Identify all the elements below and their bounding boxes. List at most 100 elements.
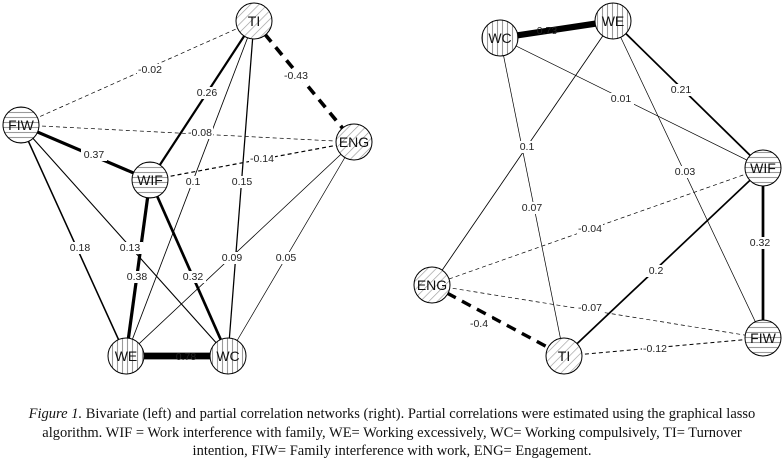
node-we: WE — [107, 337, 145, 375]
node-circle — [107, 337, 145, 375]
network-figure: -0.02 -0.43 0.26 -0.08 0.37 -0.14 0.1 0.15 0.18 0… — [2, 2, 782, 375]
edge-weight-we-fiw: 0.03 — [675, 166, 696, 178]
edge-label-bg — [273, 252, 299, 264]
edge-label-bg — [67, 242, 93, 254]
edge-label-bg — [283, 70, 309, 82]
node-label: WE — [602, 13, 625, 29]
node-circle — [335, 123, 373, 161]
edge-weight-wif-eng: -0.04 — [578, 223, 602, 235]
node-label: WC — [216, 348, 239, 364]
edge-wif-ti — [563, 167, 764, 357]
edge-weight-ti-wif: 0.26 — [197, 87, 218, 99]
node-circle — [235, 2, 273, 40]
edge-label-bg — [577, 223, 603, 235]
node-label: ENG — [417, 277, 447, 293]
node-fiw: FIW — [2, 106, 40, 144]
edge-weight-fiw-we: 0.18 — [70, 242, 91, 254]
node-circle — [413, 266, 451, 304]
edge-weight-wc-we: 0.73 — [537, 25, 558, 37]
edge-wc-ti — [499, 37, 565, 357]
figure-caption: Figure 1. Bivariate (left) and partial c… — [20, 405, 764, 461]
node-wif: WIF — [131, 161, 169, 199]
edge-weight-fiw-eng: -0.08 — [188, 127, 212, 139]
node-circle — [744, 319, 782, 357]
edge-label-bg — [229, 176, 255, 188]
node-ti: TI — [545, 337, 583, 375]
edge-label-bg — [466, 318, 492, 330]
edge-ti-wif — [149, 20, 255, 181]
edge-eng-wc — [227, 141, 355, 357]
edge-ti-eng — [252, 19, 356, 144]
edge-weight-wif-wc: 0.32 — [183, 271, 204, 283]
caption-text: Bivariate (left) and partial correlation… — [42, 406, 756, 459]
node-circle — [2, 106, 40, 144]
edge-weight-ti-wc: 0.15 — [232, 176, 253, 188]
edge-wc-we — [499, 17, 614, 42]
node-label: FIW — [8, 117, 34, 133]
edge-label-bg — [194, 87, 220, 99]
partial-correlation-network: 0.73 0.21 0.01 0.1 0.03 0.07 -0.04 0.32 0.2 -0.07… — [413, 2, 782, 375]
edge-label-bg — [180, 176, 206, 188]
edge-eng-we — [125, 141, 355, 357]
edge-weight-we-eng: 0.1 — [520, 141, 535, 153]
node-wc: WC — [209, 337, 247, 375]
node-label: WC — [488, 30, 511, 46]
edge-label-bg — [642, 343, 668, 355]
node-label: FIW — [750, 330, 776, 346]
edge-weight-wc-ti: 0.07 — [522, 202, 543, 214]
edge-weight-we-wc: 0.78 — [176, 351, 197, 363]
edge-label-bg — [249, 153, 275, 165]
node-wc: WC — [481, 19, 519, 57]
edge-ti-wc — [227, 20, 255, 357]
edge-eng-ti — [431, 283, 565, 358]
edge-ti-we — [125, 20, 255, 357]
edge-label-bg — [124, 271, 150, 283]
node-eng: ENG — [413, 266, 451, 304]
edge-label-bg — [81, 149, 107, 161]
edge-we-fiw — [612, 20, 764, 339]
edge-weight-fiw-wif: 0.37 — [84, 149, 105, 161]
node-label: WIF — [137, 172, 163, 188]
edge-label-bg — [187, 127, 213, 139]
edge-wif-we — [124, 179, 152, 357]
edge-label-bg — [747, 237, 773, 249]
edge-label-bg — [672, 166, 698, 178]
edge-weight-wif-fiw: 0.32 — [750, 237, 771, 249]
edge-weight-wc-wif: 0.01 — [611, 93, 632, 105]
edge-label-bg — [137, 64, 163, 76]
edge-label-bg — [514, 141, 540, 153]
node-circle — [545, 337, 583, 375]
node-label: TI — [248, 13, 260, 29]
edge-weight-we-wif: 0.21 — [671, 84, 692, 96]
node-eng: ENG — [335, 123, 373, 161]
node-wif: WIF — [744, 149, 782, 187]
edge-weight-eng-fiw: -0.07 — [578, 302, 602, 314]
edge-weight-fiw-wc: 0.13 — [120, 242, 141, 254]
edge-weight-wif-ti: 0.2 — [649, 265, 664, 277]
edge-weight-eng-we: 0.09 — [222, 252, 243, 264]
edge-label-bg — [219, 252, 245, 264]
edge-weight-wif-we: 0.38 — [127, 271, 148, 283]
node-circle — [594, 2, 632, 40]
edge-weight-eng-ti: -0.4 — [470, 318, 488, 330]
edge-label-bg — [643, 265, 669, 277]
edge-weight-fiw-ti: -0.02 — [138, 64, 162, 76]
edge-weight-ti-fiw: -0.12 — [643, 343, 667, 355]
edge-label-bg — [608, 93, 634, 105]
edge-fiw-we — [20, 124, 127, 357]
node-ti: TI — [235, 2, 273, 40]
edge-weight-wif-eng: -0.14 — [250, 153, 274, 165]
node-circle — [209, 337, 247, 375]
edge-wif-wc — [148, 179, 230, 357]
node-circle — [744, 149, 782, 187]
node-circle — [481, 19, 519, 57]
figure-label: Figure 1. — [28, 406, 83, 422]
node-label: WIF — [750, 160, 776, 176]
edge-weight-ti-eng: -0.43 — [284, 70, 308, 82]
node-we: WE — [594, 2, 632, 40]
node-label: TI — [558, 348, 570, 364]
node-label: WE — [115, 348, 138, 364]
edge-label-bg — [668, 84, 694, 96]
edge-label-bg — [117, 242, 143, 254]
